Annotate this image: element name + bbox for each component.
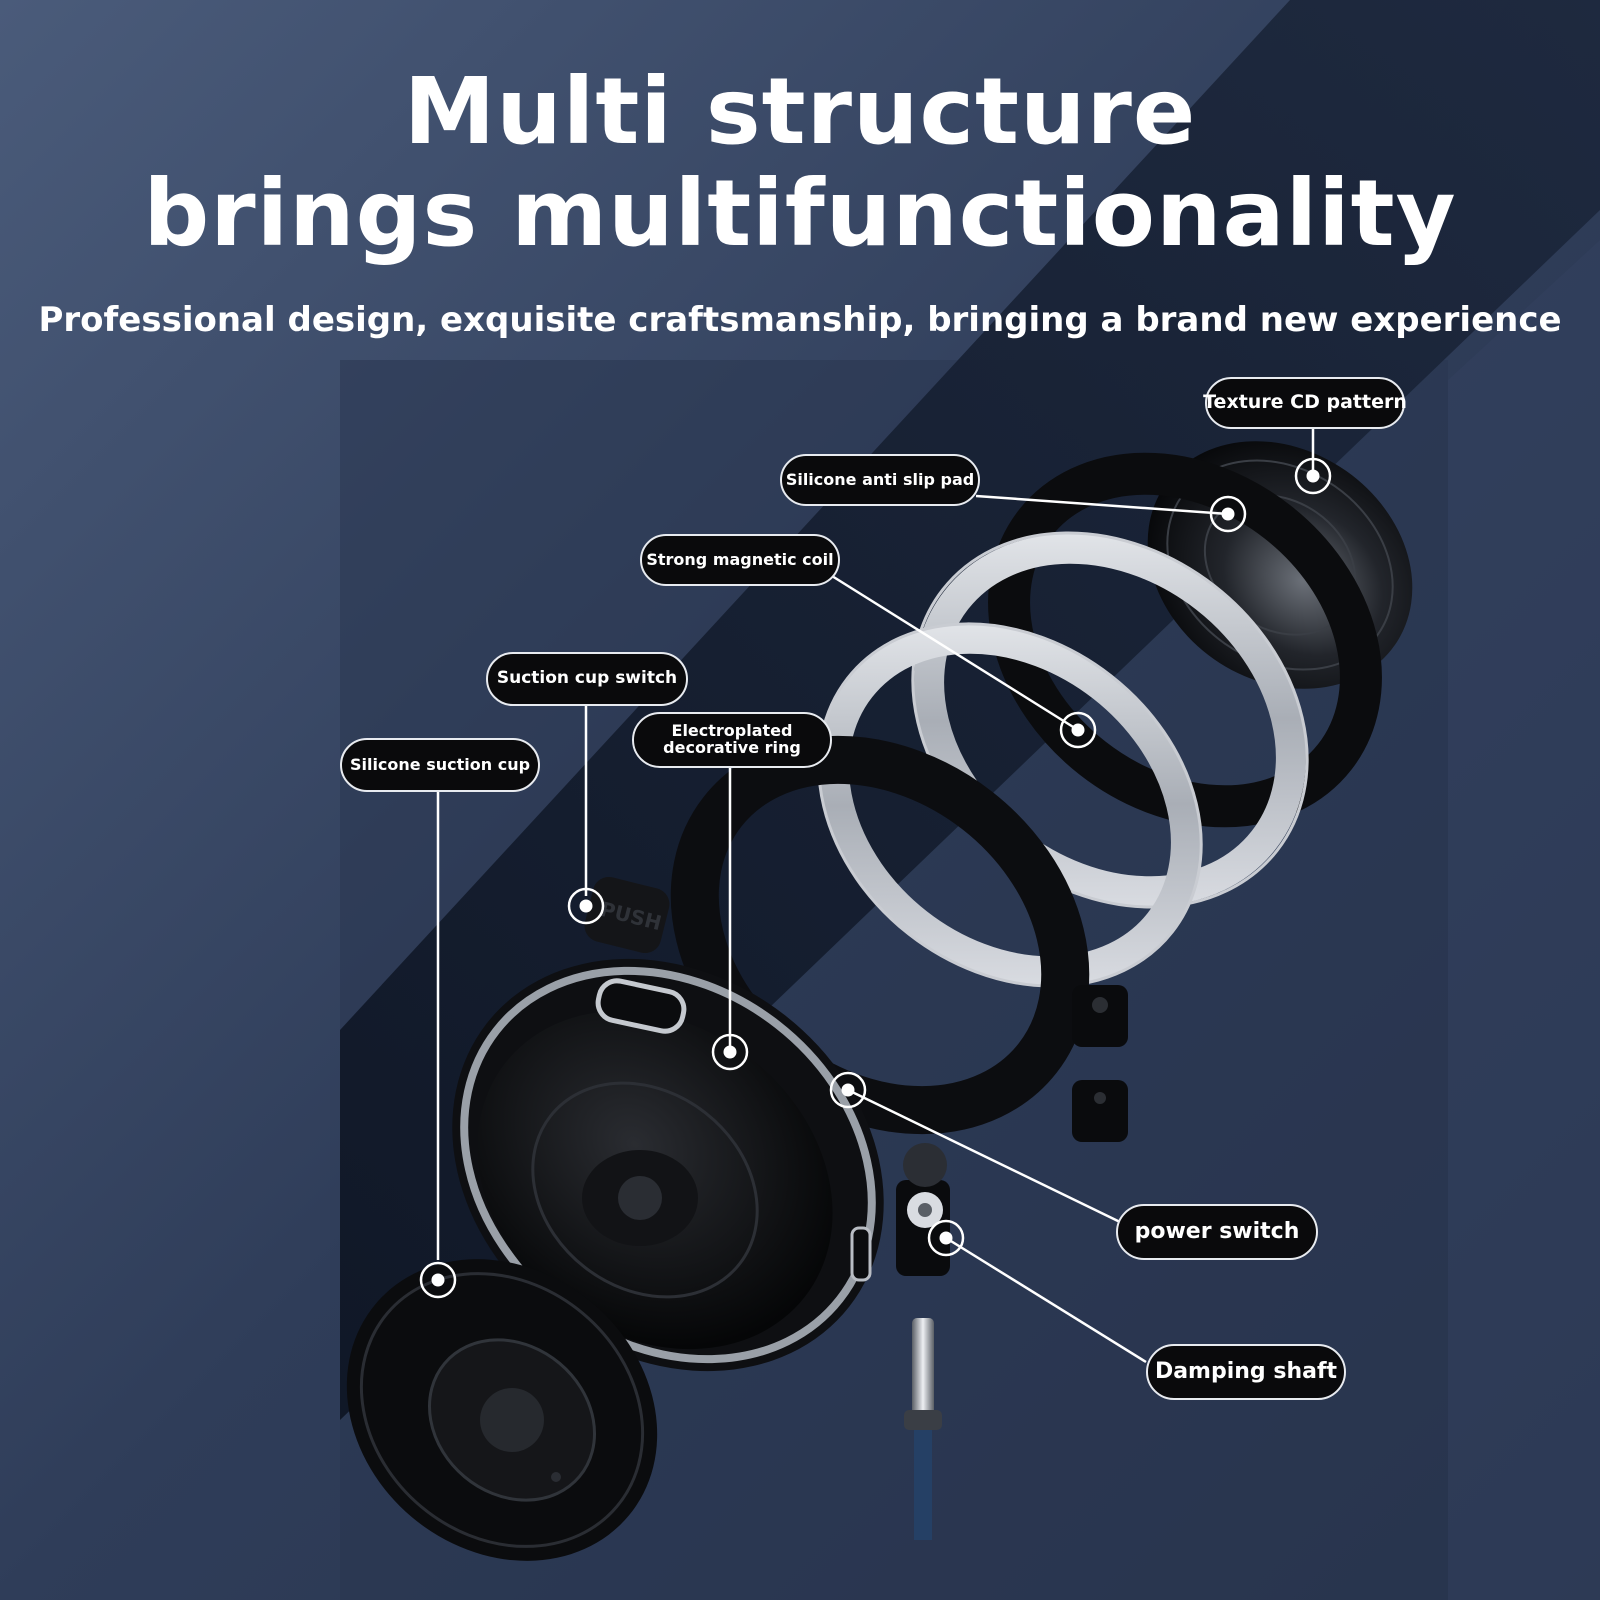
marker-silicone-suction-cup bbox=[419, 1261, 457, 1299]
callout-strong-magnetic-coil: Strong magnetic coil bbox=[640, 534, 840, 586]
headline-line-2: brings multifunctionality bbox=[143, 160, 1457, 267]
callout-damping-shaft: Damping shaft bbox=[1146, 1344, 1346, 1400]
marker-silicone-anti-slip-pad bbox=[1209, 495, 1247, 533]
main-housing bbox=[452, 958, 884, 1372]
callout-label: Silicone anti slip pad bbox=[785, 469, 975, 489]
marker-power-switch bbox=[829, 1071, 867, 1109]
callout-markers bbox=[419, 457, 1332, 1299]
suction-cup-switch-knob: PUSH bbox=[584, 876, 670, 954]
headline-line-1: Multi structure bbox=[403, 58, 1197, 165]
power-switch-bracket bbox=[896, 1143, 950, 1276]
callout-texture-cd-pattern: Texture CD pattern bbox=[1203, 377, 1407, 429]
silicone-suction-cup bbox=[346, 1259, 658, 1561]
callout-power-switch: power switch bbox=[1116, 1204, 1318, 1260]
marker-strong-magnetic-coil bbox=[1059, 711, 1097, 749]
callout-label-line-1: Electroplated bbox=[671, 721, 793, 741]
callout-label: Suction cup switch bbox=[496, 668, 678, 689]
callout-silicone-suction-cup: Silicone suction cup bbox=[340, 738, 540, 792]
callout-label: Damping shaft bbox=[1154, 1359, 1338, 1385]
callout-suction-cup-switch: Suction cup switch bbox=[486, 652, 688, 706]
damping-shaft bbox=[904, 1318, 942, 1540]
callout-silicone-anti-slip-pad: Silicone anti slip pad bbox=[780, 454, 980, 506]
callout-electroplated-decorative-ring: Electroplated decorative ring bbox=[632, 712, 832, 768]
callout-label: Strong magnetic coil bbox=[646, 549, 834, 569]
callout-label-line-2: decorative ring bbox=[663, 738, 801, 757]
marker-electroplated-ring bbox=[711, 1033, 749, 1071]
marker-damping-shaft bbox=[927, 1219, 965, 1257]
callout-label: Silicone suction cup bbox=[349, 754, 531, 774]
callout-label: power switch bbox=[1134, 1219, 1300, 1245]
silicone-anti-slip-pad bbox=[988, 452, 1382, 828]
marker-suction-cup-switch bbox=[567, 887, 605, 925]
electroplated-decorative-ring bbox=[817, 622, 1203, 988]
subheadline: Professional design, exquisite craftsman… bbox=[38, 300, 1562, 340]
callout-leader-lines bbox=[436, 428, 1315, 1364]
marker-texture-cd-pattern bbox=[1294, 457, 1332, 495]
callout-label: Texture CD pattern bbox=[1203, 391, 1407, 414]
